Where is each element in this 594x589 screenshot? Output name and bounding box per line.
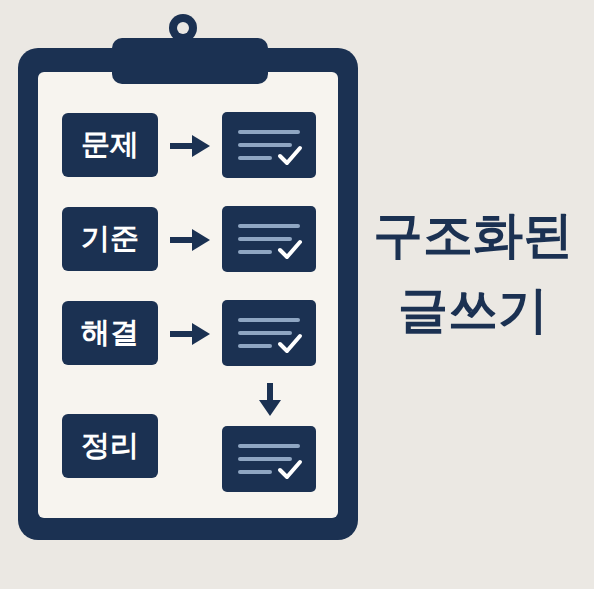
title: 구조화된 글쓰기 [368, 198, 578, 348]
label-text: 해결 [81, 317, 139, 349]
clip-ring [169, 14, 197, 42]
clipboard-board [18, 48, 358, 540]
label-text: 정리 [81, 430, 139, 462]
label-box: 해결 [62, 301, 158, 365]
label-box: 기준 [62, 207, 158, 271]
label-text: 기준 [81, 223, 139, 255]
label-text: 문제 [81, 129, 139, 161]
doc-icon [222, 426, 316, 492]
arrow [170, 323, 210, 345]
clipboard-paper [38, 72, 338, 518]
clip [112, 38, 268, 84]
down-arrow [259, 383, 281, 416]
arrow [170, 229, 210, 251]
doc-icon [222, 112, 316, 178]
label-box: 정리 [62, 414, 158, 478]
doc-icon [222, 300, 316, 366]
label-box: 문제 [62, 113, 158, 177]
arrow [170, 135, 210, 157]
doc-icon [222, 206, 316, 272]
